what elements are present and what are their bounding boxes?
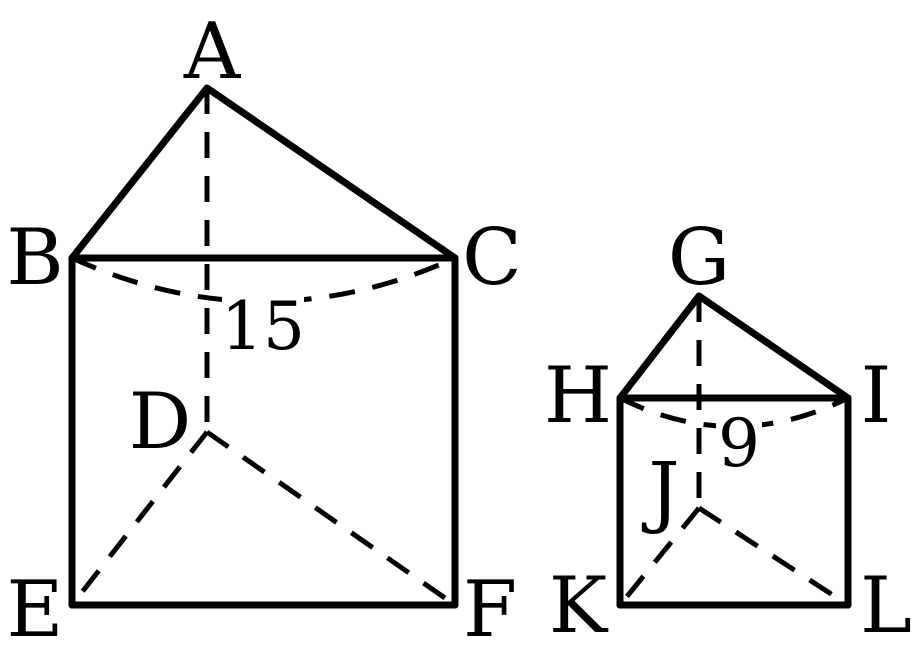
vertex-label-A: A <box>183 7 242 97</box>
large-prism: 15 A B C D E F <box>6 7 522 655</box>
vertex-label-F: F <box>463 565 517 655</box>
small-prism: 9 G H I J K L <box>544 213 912 651</box>
vertex-label-H: H <box>544 351 612 441</box>
edge-DF-hidden <box>205 429 457 608</box>
edge-JK-hidden <box>618 506 701 607</box>
measure-label-9: 9 <box>718 405 760 482</box>
measure-label-15: 15 <box>221 288 305 365</box>
measure-label-bg <box>222 292 304 354</box>
vertex-label-L: L <box>860 561 912 651</box>
vertex-label-B: B <box>6 213 63 303</box>
face-GHI <box>616 292 852 402</box>
measure-label-bg-9 <box>716 412 762 468</box>
vertex-label-K: K <box>549 561 609 651</box>
vertex-label-C: C <box>462 213 522 303</box>
vertex-label-I: I <box>861 351 892 441</box>
vertex-label-D: D <box>129 377 192 467</box>
vertex-label-J: J <box>641 447 679 537</box>
edge-DE-hidden <box>70 430 209 607</box>
vertex-label-E: E <box>7 565 64 655</box>
face-ABC <box>68 84 459 262</box>
edge-JL-hidden <box>697 505 850 608</box>
vertex-label-G: G <box>668 213 730 303</box>
